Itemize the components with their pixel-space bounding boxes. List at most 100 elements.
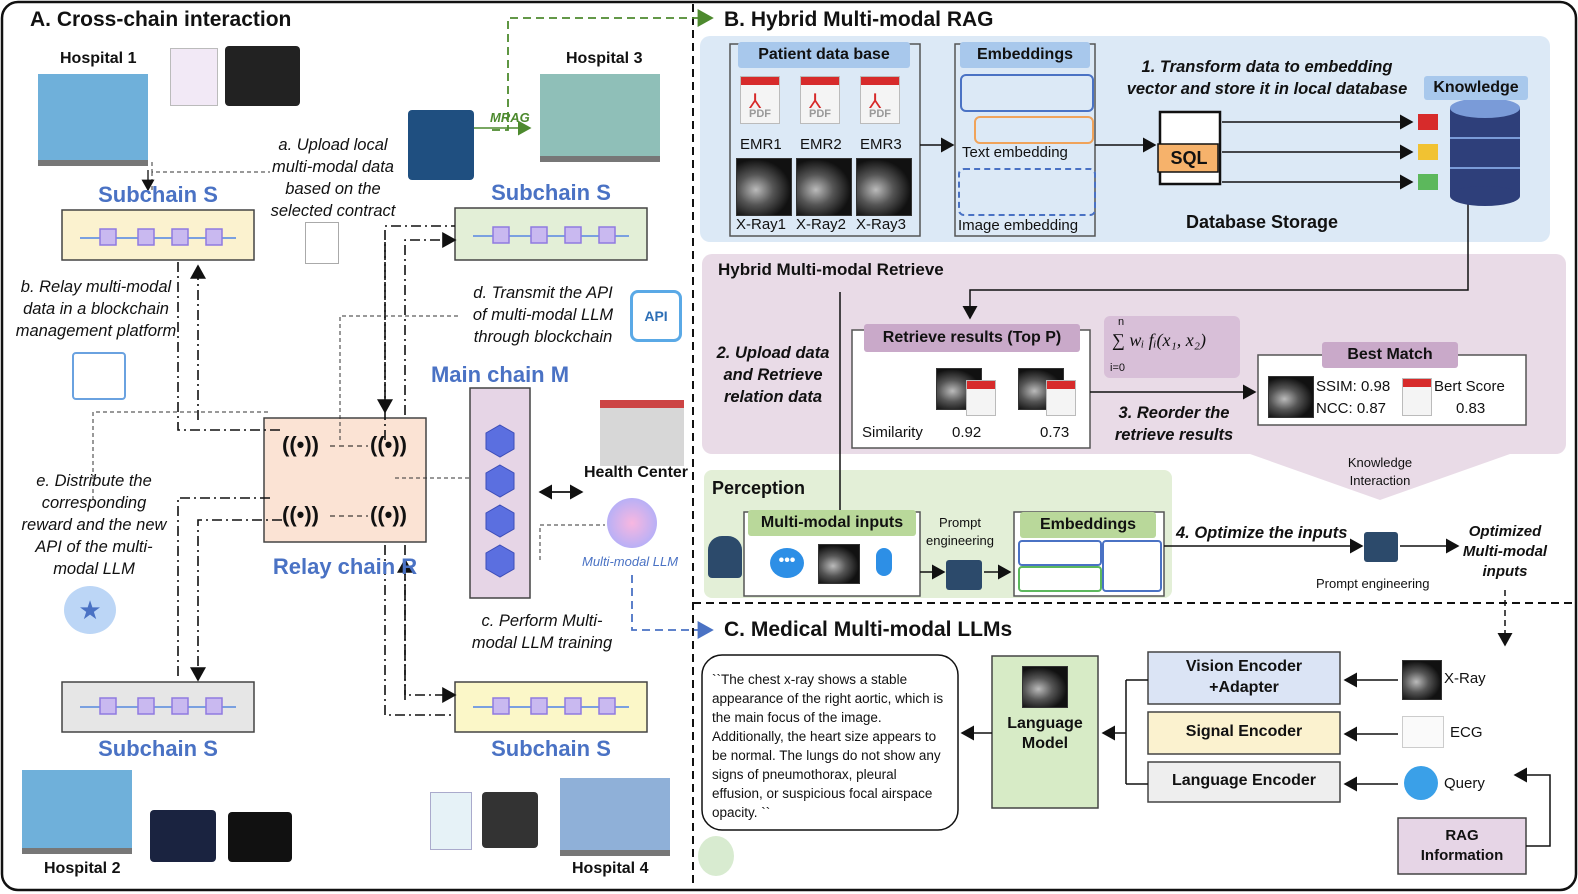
mm-llm-label: Multi-modal LLM	[582, 554, 679, 569]
patient-db-tag: Patient data base	[738, 42, 910, 68]
xray3-label: X-Ray3	[856, 216, 907, 233]
health-center-label: Health Center	[584, 464, 689, 481]
qa-query-icon	[1404, 766, 1438, 800]
embedding2-vector-icon	[1018, 540, 1102, 566]
health-center-building-icon	[600, 400, 684, 466]
best-match-tag: Best Match	[1322, 342, 1458, 368]
step-c-text: c. Perform Multi-modal LLM training	[471, 612, 613, 652]
mm-inputs-tag: Multi-modal inputs	[748, 510, 916, 536]
knowledge-interaction-wedge	[1250, 454, 1510, 500]
mri-scan-icon	[225, 46, 300, 106]
bert-score-label: Bert Score	[1434, 378, 1505, 395]
step-4-text: 4. Optimize the inputs	[1176, 524, 1348, 542]
signal-encoder-frame	[1147, 711, 1341, 755]
formula-bottom: i=0	[1110, 362, 1125, 374]
reward-thumbs-up-icon: ★	[64, 586, 116, 634]
brain-scan-icon	[150, 810, 216, 862]
subchain-2-label: Subchain S	[98, 736, 218, 761]
svg-text:((•)): ((•))	[282, 502, 319, 527]
hospital-1-label: Hospital 1	[60, 50, 137, 67]
subchain-1-label: Subchain S	[98, 182, 218, 207]
retrieve-section-title: Hybrid Multi-modal Retrieve	[718, 260, 944, 279]
language-encoder-label: Language Encoder	[1171, 772, 1317, 789]
image-embedding-icon	[958, 168, 1096, 216]
input-xray-thumb	[1402, 660, 1442, 700]
retrieved-pdf-2	[1046, 380, 1076, 416]
subchain-3-label: Subchain S	[491, 180, 611, 205]
emr3-label: EMR3	[860, 136, 902, 153]
ncc-label: NCC: 0.87	[1316, 400, 1387, 417]
knowledge-tag: Knowledge	[1424, 76, 1528, 100]
terminal-icon-1	[946, 560, 982, 590]
embedding2-grid-icon	[1102, 540, 1162, 592]
language-encoder-frame	[1147, 761, 1341, 803]
contract-icon	[305, 222, 339, 264]
bert-score-value: 0.83	[1456, 400, 1486, 417]
embeddings2-tag: Embeddings	[1020, 512, 1156, 538]
database-icon	[1450, 98, 1520, 206]
neural-network-icon	[607, 498, 657, 548]
hospital-3-building-icon	[540, 74, 660, 162]
hospital-4-label: Hospital 4	[572, 860, 649, 877]
ecg-input-label: ECG	[1450, 724, 1483, 741]
hospital-2-building-icon	[22, 770, 132, 854]
retrieve-results-tag: Retrieve results (Top P)	[864, 324, 1080, 352]
panel-b-title: B. Hybrid Multi-modal RAG	[724, 8, 994, 31]
best-match-xray	[1268, 376, 1314, 418]
svg-text:((•)): ((•))	[282, 432, 319, 457]
xray3-image	[856, 158, 912, 216]
ecg-monitor-icon	[408, 110, 474, 180]
records-icon	[430, 792, 472, 850]
similarity-value-1: 0.92	[952, 424, 982, 441]
main-chain-label: Main chain M	[430, 362, 570, 387]
image-embedding-label: Image embedding	[958, 217, 1079, 234]
subchain-3	[454, 207, 648, 261]
database-storage-label: Database Storage	[1186, 212, 1339, 232]
ssim-label: SSIM: 0.98	[1316, 378, 1391, 395]
output-bubble-frame	[701, 654, 959, 831]
xray1-label: X-Ray1	[736, 216, 787, 233]
ultrasound-icon	[228, 812, 292, 862]
hospital-4-building-icon	[560, 778, 670, 856]
best-match-pdf	[1402, 378, 1432, 416]
sql-label: SQL	[1170, 148, 1208, 168]
mrag-label: MRAG	[490, 110, 530, 125]
pdf-icon-2: ⅄PDF	[800, 76, 840, 124]
pdf-icon-3: ⅄PDF	[860, 76, 900, 124]
retrieved-pdf-1	[966, 380, 996, 416]
xray2-label: X-Ray2	[796, 216, 847, 233]
panel-a-title: A. Cross-chain interaction	[30, 8, 292, 31]
subchain-1	[61, 209, 255, 261]
relay-chain-box	[263, 417, 427, 543]
chat-bubble-icon: •••	[770, 548, 804, 578]
embedding2-vector2-icon	[1018, 566, 1102, 592]
formula-box: n ∑ wᵢ fᵢ(x₁, x₂) i=0	[1104, 316, 1240, 378]
ai-head-icon	[698, 836, 734, 876]
microphone-icon	[876, 548, 892, 576]
blockchain-platform-icon	[72, 352, 126, 400]
medical-report-icon	[170, 48, 218, 106]
emr1-label: EMR1	[740, 136, 782, 153]
perception-title: Perception	[712, 478, 806, 498]
prompt-engineering-label-2: Prompt engineering	[1316, 576, 1430, 591]
text-embedding-label: Text embedding	[962, 144, 1068, 161]
llm-output-text: ``The chest x-ray shows a stable appeara…	[712, 672, 944, 820]
user-avatar-icon	[708, 536, 742, 578]
subchain-4-label: Subchain S	[491, 736, 611, 761]
query-input-label: Query	[1444, 775, 1485, 792]
xray-input-label: X-Ray	[1444, 670, 1486, 687]
xray-stack-icon	[482, 792, 538, 848]
relay-chain-label: Relay chain R	[272, 554, 418, 579]
